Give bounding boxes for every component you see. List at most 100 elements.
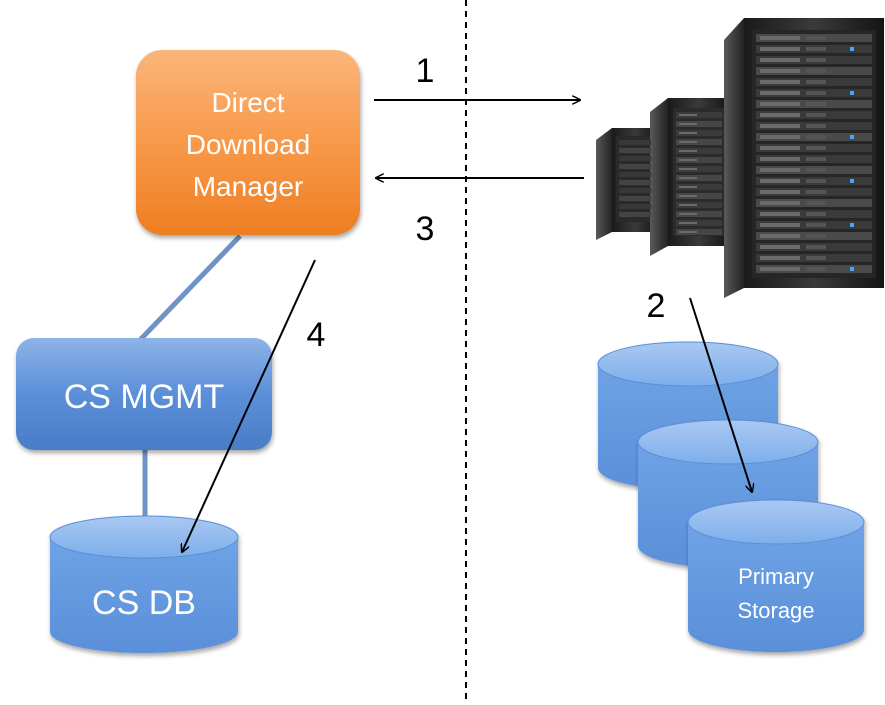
rack-unit — [760, 91, 800, 95]
rack-unit — [806, 223, 826, 227]
rack-unit — [806, 135, 826, 139]
rack-unit — [850, 91, 854, 95]
rack-unit — [676, 166, 722, 172]
rack-unit — [676, 202, 722, 208]
rack-unit — [676, 130, 722, 136]
manager-label-line3: Manager — [193, 171, 304, 202]
rack-unit — [619, 172, 651, 177]
rack-unit — [676, 175, 722, 181]
rack-unit — [679, 114, 697, 116]
rack-unit — [676, 211, 722, 217]
rack-unit — [806, 146, 826, 150]
rack-unit — [806, 201, 826, 205]
rack-unit — [806, 256, 826, 260]
server-rack-icon — [596, 18, 884, 298]
rack-unit — [760, 36, 800, 40]
rack-unit — [679, 177, 697, 179]
rack-unit — [619, 212, 651, 217]
step-2-label: 2 — [647, 287, 666, 325]
rack-unit — [760, 234, 800, 238]
rack-unit — [676, 112, 722, 118]
rack-unit — [850, 223, 854, 227]
direct-download-manager-node — [136, 50, 360, 235]
rack-unit — [806, 245, 826, 249]
connector-manager-mgmt — [138, 234, 242, 342]
rack-unit — [760, 113, 800, 117]
rack-unit — [760, 80, 800, 84]
rack-unit — [760, 179, 800, 183]
rack-unit — [676, 148, 722, 154]
rack-unit — [806, 212, 826, 216]
rack-unit — [676, 193, 722, 199]
rack-unit — [679, 150, 697, 152]
rack-unit — [679, 186, 697, 188]
rack-unit — [806, 102, 826, 106]
rack-unit — [760, 245, 800, 249]
rack-unit — [760, 223, 800, 227]
rack-unit — [619, 204, 651, 209]
rack-unit — [806, 157, 826, 161]
cs-mgmt-node — [16, 338, 272, 450]
manager-label-line1: Direct — [211, 87, 284, 118]
rack-unit — [806, 91, 826, 95]
rack-unit — [679, 222, 697, 224]
rack-unit — [760, 212, 800, 216]
rack-unit — [676, 184, 722, 190]
rack-unit — [806, 168, 826, 172]
rack-unit — [619, 196, 651, 201]
rack-unit — [676, 229, 722, 235]
rack-unit — [619, 148, 651, 153]
primary-storage-label-line1: Primary — [738, 564, 814, 589]
rack-unit — [806, 190, 826, 194]
primary-storage-label-line2: Storage — [737, 598, 814, 623]
rack-unit — [806, 234, 826, 238]
cs-db-node — [49, 515, 239, 653]
rack-unit — [679, 204, 697, 206]
rack-unit — [760, 102, 800, 106]
step-1-label: 1 — [416, 52, 435, 90]
cs-mgmt-label: CS MGMT — [64, 378, 225, 416]
rack-unit — [760, 58, 800, 62]
server-rack-units — [619, 34, 872, 273]
rack-unit — [679, 168, 697, 170]
rack-unit — [806, 267, 826, 271]
rack-unit — [760, 168, 800, 172]
rack-unit — [760, 256, 800, 260]
rack-unit — [760, 201, 800, 205]
rack-unit — [806, 36, 826, 40]
rack-unit — [760, 69, 800, 73]
step-3-label: 3 — [416, 210, 435, 248]
rack-unit — [806, 113, 826, 117]
rack-unit — [679, 231, 697, 233]
rack-unit — [679, 195, 697, 197]
cs-db-label: CS DB — [92, 584, 196, 622]
rack-unit — [679, 213, 697, 215]
rack-unit — [850, 267, 854, 271]
rack-unit — [760, 135, 800, 139]
rack-unit — [806, 69, 826, 73]
rack-unit — [676, 220, 722, 226]
rack-unit — [760, 47, 800, 51]
rack-unit — [806, 179, 826, 183]
rack-unit — [760, 124, 800, 128]
rack-unit — [679, 123, 697, 125]
manager-label-line2: Download — [186, 129, 311, 160]
rack-unit — [760, 190, 800, 194]
rack-unit — [619, 140, 651, 145]
rack-unit — [850, 179, 854, 183]
rack-unit — [679, 141, 697, 143]
rack-unit — [806, 80, 826, 84]
rack-unit — [806, 58, 826, 62]
rack-unit — [806, 124, 826, 128]
rack-unit — [676, 157, 722, 163]
rack-unit — [676, 121, 722, 127]
rack-unit — [850, 135, 854, 139]
rack-unit — [760, 157, 800, 161]
rack-unit — [676, 139, 722, 145]
rack-unit — [619, 180, 651, 185]
rack-unit — [679, 132, 697, 134]
arrow-step-4 — [182, 259, 316, 552]
rack-unit — [679, 159, 697, 161]
